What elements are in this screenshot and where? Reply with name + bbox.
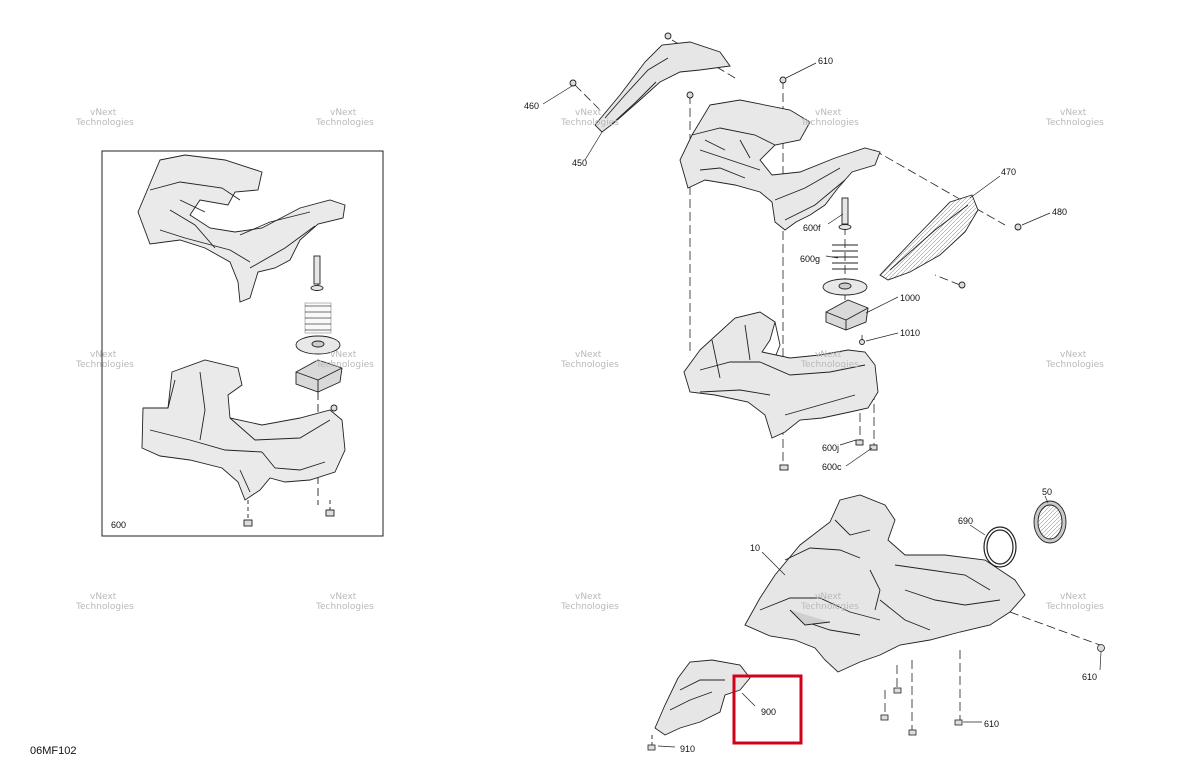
callout-910: 910 (680, 744, 696, 754)
part-690-ring (983, 526, 1017, 568)
callout-610-bottom: 610 (984, 719, 1000, 729)
callout-600g: 600g (800, 254, 821, 264)
callout-450: 450 (572, 158, 588, 168)
bottom-guide-lines (884, 611, 1101, 730)
top-upper-panel (679, 76, 881, 231)
diagram-code: 06MF102 (30, 745, 77, 757)
callout-600j: 600j (822, 443, 840, 453)
callout-610-top: 610 (818, 56, 834, 66)
inset-upper-panel (137, 154, 346, 303)
bottom-fasteners (647, 644, 1105, 751)
part-10-main-body (744, 494, 1026, 673)
inset-frame (101, 150, 384, 537)
callout-900: 900 (761, 707, 777, 717)
part-450-bracket (569, 32, 731, 133)
highlight-box-900 (732, 674, 803, 745)
inset-lower-tub (141, 359, 346, 527)
callout-600f: 600f (803, 223, 821, 233)
part-50-grille (1033, 500, 1067, 544)
callout-1000: 1000 (900, 293, 921, 303)
top-lower-tub (683, 311, 879, 471)
callout-10: 10 (750, 543, 761, 553)
callout-470: 470 (1001, 167, 1017, 177)
part-900-bracket (651, 659, 751, 745)
callout-610-right: 610 (1082, 672, 1098, 682)
callout-1010: 1010 (900, 328, 921, 338)
leader-lines (542, 62, 1102, 748)
inset-label-600: 600 (111, 520, 127, 530)
callout-690: 690 (958, 516, 974, 526)
callout-50: 50 (1042, 487, 1053, 497)
part-600-stack (822, 197, 869, 345)
part-470-side-cover (879, 194, 1022, 289)
inset-fastener-stack (295, 255, 343, 505)
callout-600c: 600c (822, 462, 842, 472)
callout-480: 480 (1052, 207, 1068, 217)
callout-460: 460 (524, 101, 540, 111)
